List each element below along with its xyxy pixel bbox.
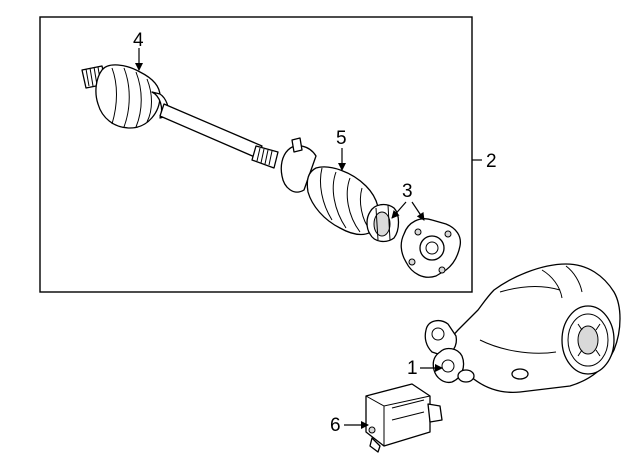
callout-4: 4 [133, 30, 144, 51]
axle-shaft-assembly[interactable] [81, 64, 462, 278]
callout-6: 6 [330, 415, 341, 436]
differential-assembly[interactable] [424, 263, 621, 394]
axle-assembly-frame [39, 16, 473, 293]
leader-3b [411, 201, 425, 221]
callout-3: 3 [402, 181, 413, 202]
leader-3a [391, 201, 407, 219]
callout-5: 5 [336, 128, 347, 149]
inner-boot[interactable] [306, 166, 380, 236]
cv-joint[interactable] [366, 203, 400, 243]
callout-2: 2 [486, 151, 497, 172]
outer-boot[interactable] [95, 64, 170, 129]
mount-bracket[interactable] [365, 383, 443, 453]
callout-1: 1 [407, 358, 418, 379]
flange[interactable] [400, 218, 462, 278]
